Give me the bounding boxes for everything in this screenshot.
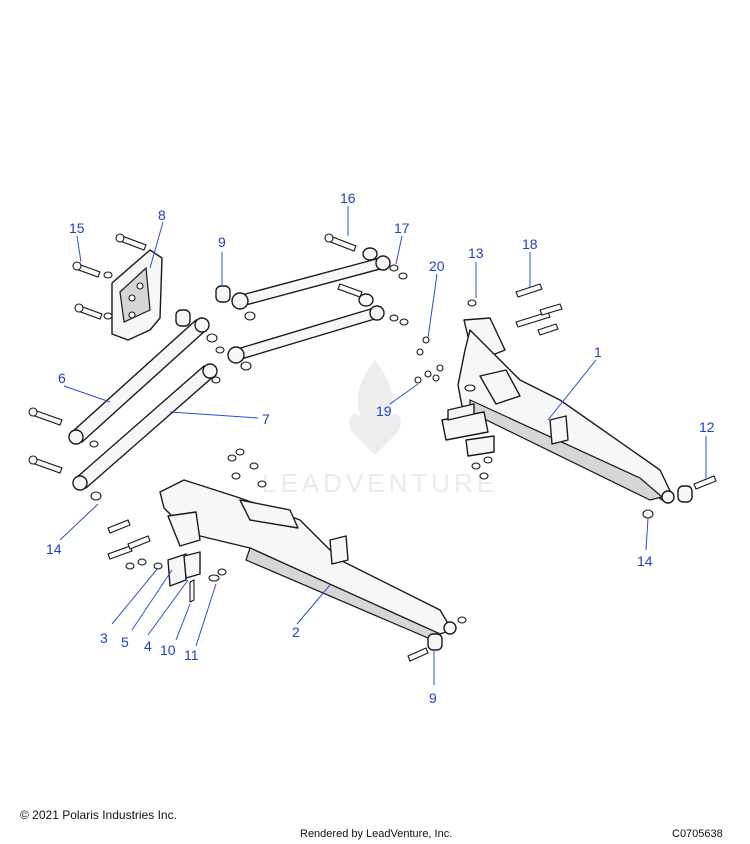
trailing-arm-left xyxy=(159,479,457,639)
callout-1: 1 xyxy=(594,344,602,360)
trailing-arm-right-hardware xyxy=(441,403,717,519)
callout-2: 2 xyxy=(292,624,300,640)
link-hardware-left xyxy=(28,333,225,501)
watermark-flame-logo xyxy=(349,360,401,455)
bolts-upper-left xyxy=(72,233,147,320)
callout-12: 12 xyxy=(699,419,715,435)
callout-8: 8 xyxy=(158,207,166,223)
callout-7: 7 xyxy=(262,411,270,427)
watermark-text: LEADVENTURE xyxy=(262,468,498,498)
callout-4: 4 xyxy=(144,638,152,654)
callout-9-top: 9 xyxy=(218,234,226,250)
rod-hardware xyxy=(240,233,409,371)
upper-rod xyxy=(215,255,391,310)
callout-9-bottom: 9 xyxy=(429,690,437,706)
small-hardware-center xyxy=(414,283,563,384)
bracket-plate xyxy=(111,249,163,341)
rendered-by-text: Rendered by LeadVenture, Inc. xyxy=(300,828,453,840)
copyright-text: © 2021 Polaris Industries Inc. xyxy=(20,808,177,822)
callout-14-right: 14 xyxy=(637,553,653,569)
lower-link-7 xyxy=(72,363,218,491)
callout-14-left: 14 xyxy=(46,541,62,557)
callouts: 1 2 3 5 4 10 11 6 7 8 9 9 12 13 14 14 15… xyxy=(46,190,715,706)
diagram-code: C0705638 xyxy=(672,828,723,840)
callout-15: 15 xyxy=(69,220,85,236)
trailing-arm-right xyxy=(457,317,675,504)
callout-13: 13 xyxy=(468,245,484,261)
callout-17: 17 xyxy=(394,220,410,236)
callout-16: 16 xyxy=(340,190,356,206)
callout-5: 5 xyxy=(121,634,129,650)
callout-6: 6 xyxy=(58,370,66,386)
callout-19: 19 xyxy=(376,403,392,419)
upper-link-6 xyxy=(68,309,210,445)
callout-11: 11 xyxy=(184,647,199,663)
callout-20: 20 xyxy=(429,258,445,274)
trailing-arm-left-hardware xyxy=(107,448,467,662)
callout-18: 18 xyxy=(522,236,538,252)
callout-3: 3 xyxy=(100,630,108,646)
callout-10: 10 xyxy=(160,642,176,658)
watermark: LEADVENTURE xyxy=(262,360,498,498)
lower-rod xyxy=(227,305,385,364)
leader-lines xyxy=(59,206,707,685)
